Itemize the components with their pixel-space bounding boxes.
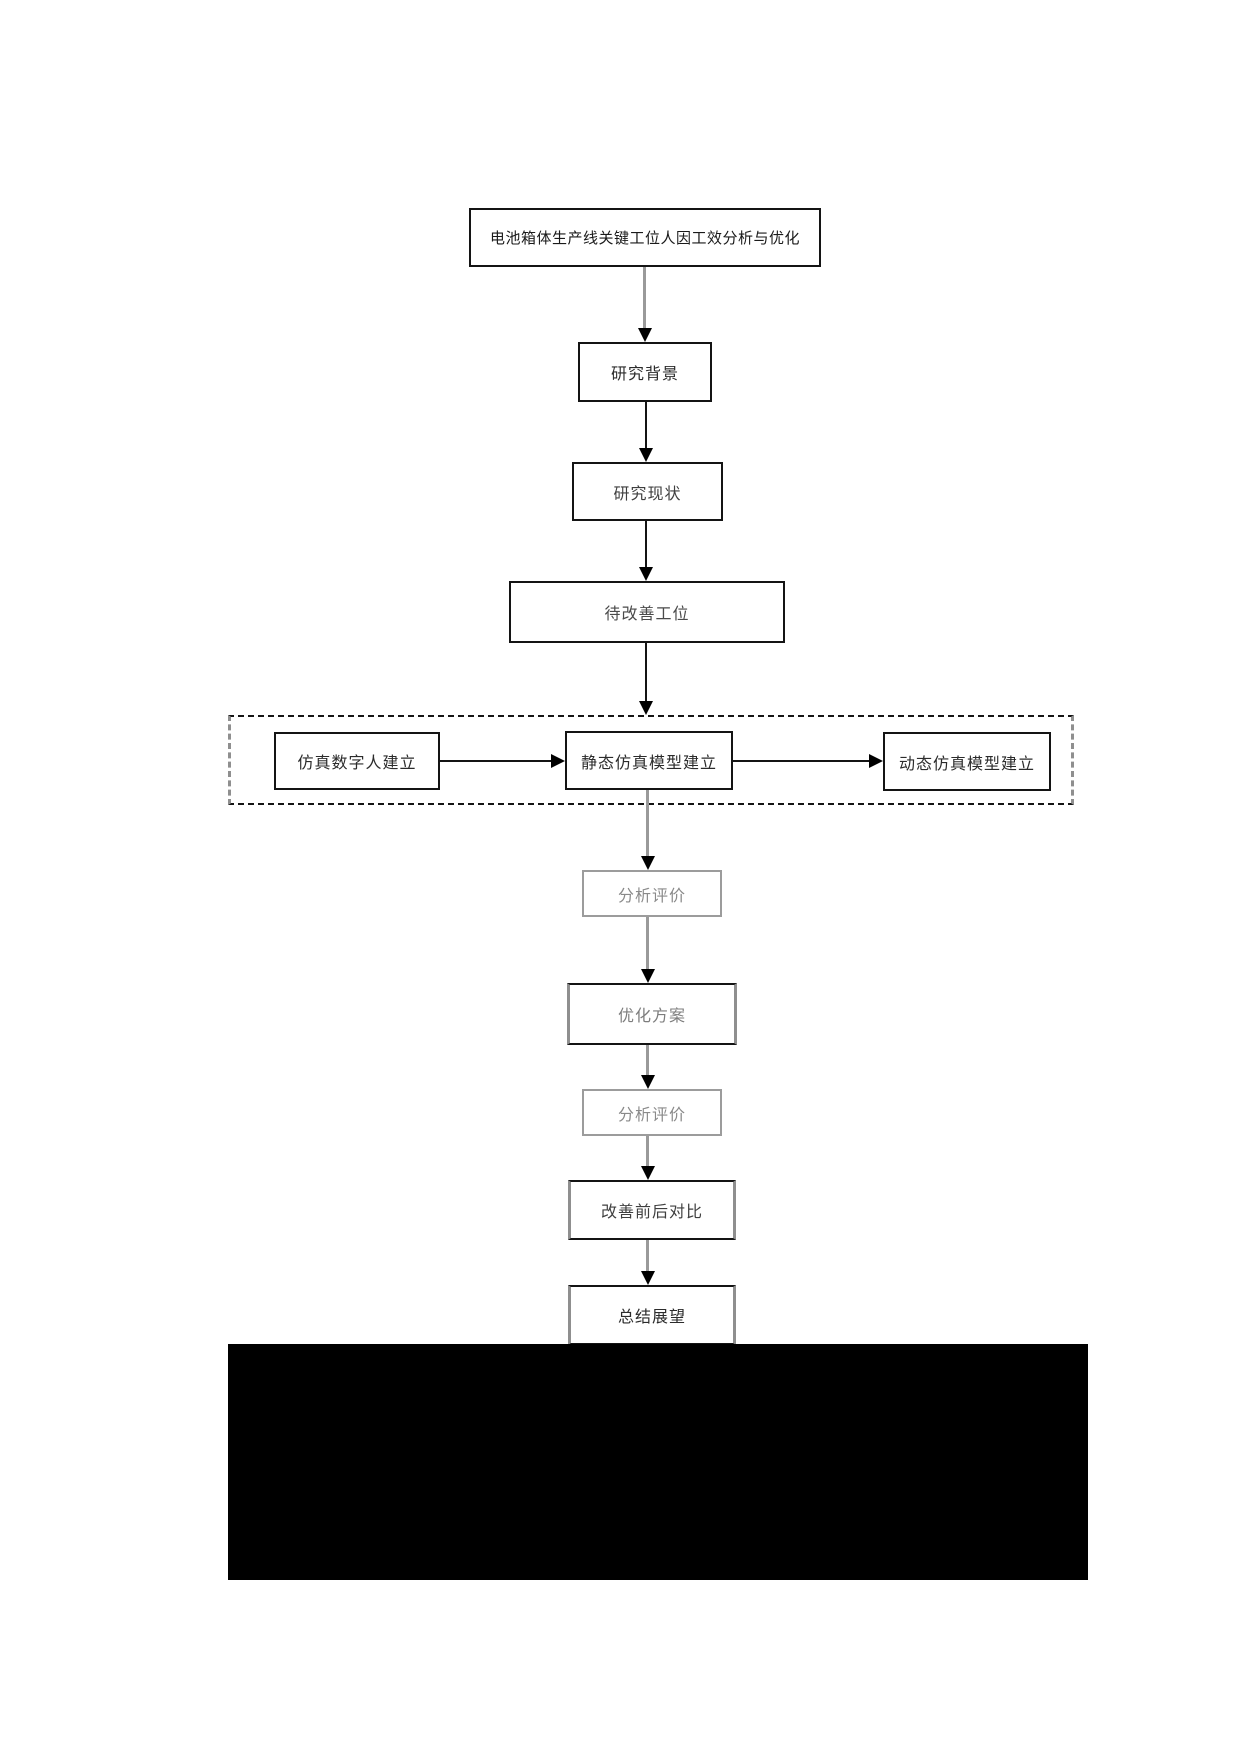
node-research-background-label: 研究背景 xyxy=(610,366,679,383)
node-dynamic-model-label: 动态仿真模型建立 xyxy=(898,755,1035,773)
node-station-to-improve: 待改善工位 xyxy=(509,581,785,643)
node-analysis-eval-1: 分析评价 xyxy=(582,870,722,917)
node-static-model-label: 静态仿真模型建立 xyxy=(580,754,717,772)
arrowhead-digital-to-static xyxy=(551,754,565,768)
connector-comparison-to-summary xyxy=(646,1240,649,1271)
node-summary-outlook-label: 总结展望 xyxy=(617,1309,686,1326)
node-summary-outlook: 总结展望 xyxy=(568,1285,736,1345)
arrowhead-eval2-to-comparison xyxy=(641,1166,655,1180)
arrowhead-station-to-group xyxy=(639,701,653,715)
connector-station-to-group xyxy=(645,643,647,701)
arrowhead-status-to-station xyxy=(639,567,653,581)
node-research-status-label: 研究现状 xyxy=(613,485,682,503)
node-optimization-plan-label: 优化方案 xyxy=(617,1008,686,1025)
connector-plan-to-eval2 xyxy=(646,1045,649,1075)
node-research-status: 研究现状 xyxy=(572,462,723,521)
connector-title-to-background xyxy=(643,267,646,328)
node-dynamic-model: 动态仿真模型建立 xyxy=(883,732,1051,791)
node-title-label: 电池箱体生产线关键工位人因工效分析与优化 xyxy=(489,230,800,247)
simulation-group-container xyxy=(228,715,1074,805)
node-analysis-eval-2: 分析评价 xyxy=(582,1089,722,1136)
node-optimization-plan: 优化方案 xyxy=(567,983,737,1045)
connector-digital-to-static xyxy=(440,760,551,762)
arrowhead-plan-to-eval2 xyxy=(641,1075,655,1089)
connector-eval2-to-comparison xyxy=(646,1136,649,1166)
arrowhead-static-to-dynamic xyxy=(869,754,883,768)
node-analysis-eval-1-label: 分析评价 xyxy=(617,887,686,905)
node-title: 电池箱体生产线关键工位人因工效分析与优化 xyxy=(469,208,821,267)
arrowhead-title-to-background xyxy=(638,328,652,342)
node-before-after-comparison: 改善前后对比 xyxy=(568,1180,736,1240)
connector-static-to-dynamic xyxy=(733,760,869,762)
node-static-model: 静态仿真模型建立 xyxy=(565,731,733,790)
node-analysis-eval-2-label: 分析评价 xyxy=(617,1106,686,1124)
redacted-block xyxy=(228,1344,1088,1580)
connector-eval1-to-plan xyxy=(646,917,649,969)
node-digital-human-label: 仿真数字人建立 xyxy=(297,755,417,772)
node-research-background: 研究背景 xyxy=(578,342,712,402)
arrowhead-comparison-to-summary xyxy=(641,1271,655,1285)
node-before-after-comparison-label: 改善前后对比 xyxy=(600,1204,703,1221)
connector-static-to-eval1 xyxy=(646,790,649,856)
arrowhead-background-to-status xyxy=(639,448,653,462)
arrowhead-eval1-to-plan xyxy=(641,969,655,983)
connector-status-to-station xyxy=(645,521,647,567)
node-station-to-improve-label: 待改善工位 xyxy=(604,606,690,623)
connector-background-to-status xyxy=(645,402,647,448)
node-digital-human: 仿真数字人建立 xyxy=(274,732,440,790)
arrowhead-static-to-eval1 xyxy=(641,856,655,870)
